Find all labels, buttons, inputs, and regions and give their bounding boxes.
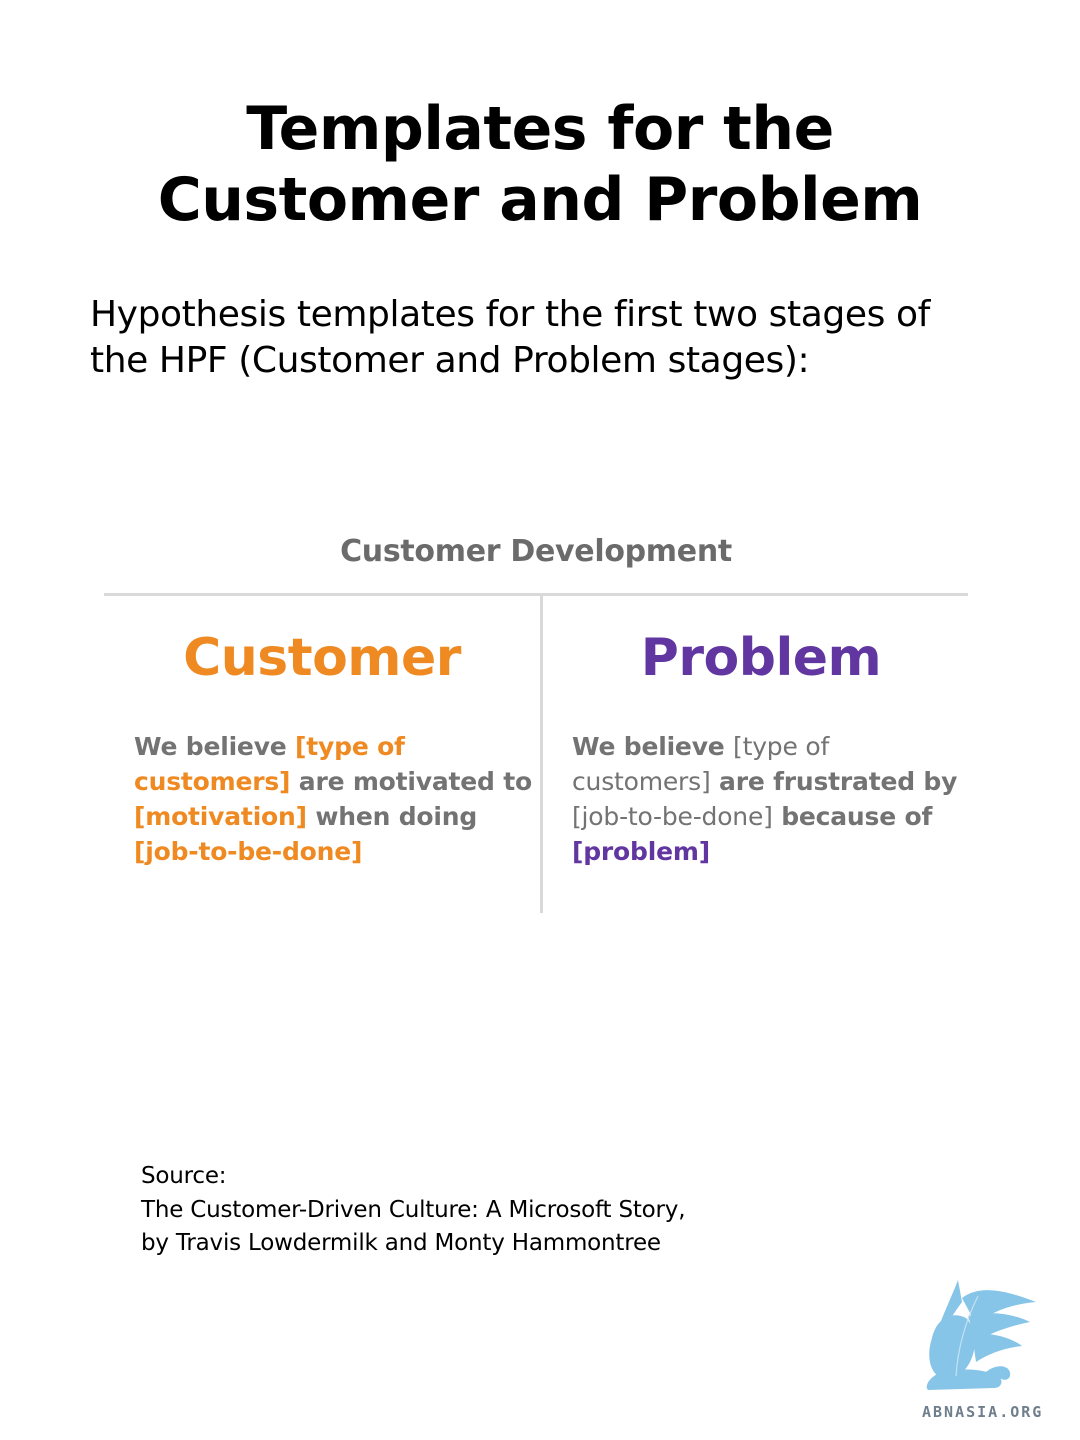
customer-hypothesis-template: We believe [type of customers] are motiv… — [134, 729, 534, 869]
problem-template-line: customers] are frustrated by — [572, 764, 972, 799]
page-title: Templates for the Customer and Problem — [0, 94, 1080, 236]
customer-template-line: We believe [type of — [134, 729, 534, 764]
template-placeholder: customers] — [134, 767, 291, 796]
template-placeholder: [problem] — [572, 837, 710, 866]
problem-template-line: [problem] — [572, 834, 972, 869]
template-placeholder: [type of — [733, 732, 830, 761]
template-text: We believe — [572, 732, 734, 761]
template-placeholder: customers] — [572, 767, 711, 796]
template-placeholder: [motivation] — [134, 802, 307, 831]
template-text: are motivated to — [290, 767, 532, 796]
figure-vertical-divider — [540, 596, 543, 913]
page-title-line-1: Templates for the — [246, 94, 834, 164]
intro-text-line-1: Hypothesis templates for the first two s… — [90, 294, 930, 335]
source-title: The Customer-Driven Culture: A Microsoft… — [141, 1196, 686, 1223]
template-text: We believe — [134, 732, 296, 761]
intro-text: Hypothesis templates for the first two s… — [90, 292, 1010, 384]
template-placeholder: [type of — [295, 732, 405, 761]
problem-template-line: [job-to-be-done] because of — [572, 799, 972, 834]
figure-heading: Customer Development — [340, 534, 732, 569]
template-text: when doing — [306, 802, 478, 831]
source-authors: by Travis Lowdermilk and Monty Hammontre… — [141, 1230, 661, 1256]
customer-template-line: customers] are motivated to — [134, 764, 534, 799]
template-text: are frustrated by — [710, 767, 958, 796]
logo-text: ABNASIA.ORG — [922, 1403, 1044, 1421]
page-title-line-2: Customer and Problem — [157, 165, 923, 235]
figure-horizontal-divider — [104, 593, 968, 596]
template-text: because of — [772, 802, 933, 831]
intro-text-line-2: the HPF (Customer and Problem stages): — [90, 340, 810, 381]
problem-column-title: Problem — [640, 628, 882, 688]
source-citation: Source: The Customer-Driven Culture: A M… — [141, 1160, 941, 1261]
customer-template-line: [job-to-be-done] — [134, 834, 534, 869]
template-placeholder: [job-to-be-done] — [572, 802, 773, 831]
template-placeholder: [job-to-be-done] — [134, 837, 363, 866]
customer-template-line: [motivation] when doing — [134, 799, 534, 834]
problem-hypothesis-template: We believe [type of customers] are frust… — [572, 729, 972, 869]
source-label: Source: — [141, 1163, 227, 1189]
griffin-logo-icon — [926, 1280, 1036, 1390]
customer-column-title: Customer — [183, 628, 461, 688]
problem-template-line: We believe [type of — [572, 729, 972, 764]
